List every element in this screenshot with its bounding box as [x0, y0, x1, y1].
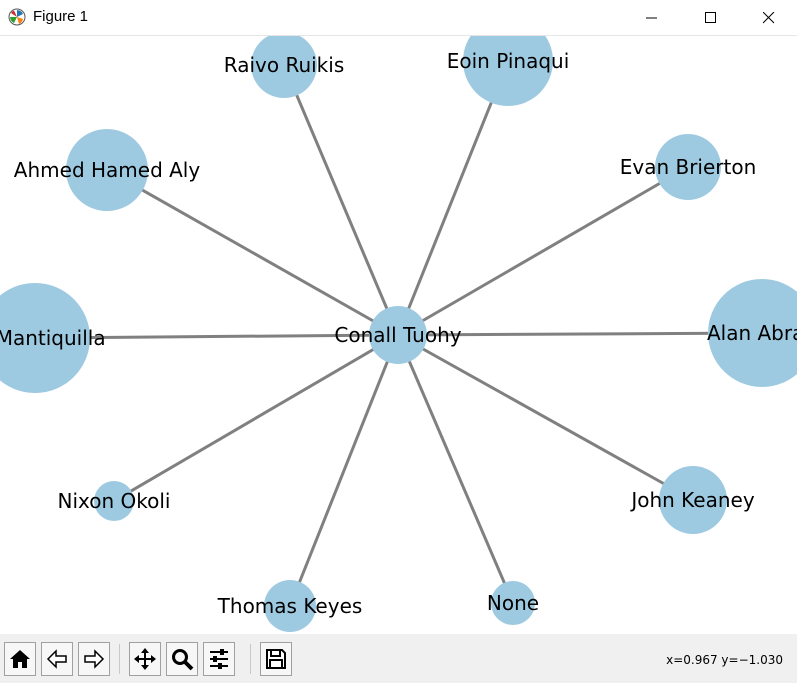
edge-none	[396, 334, 515, 604]
navigation-toolbar: x=0.967 y=−1.030	[0, 634, 797, 683]
node-john-keaney	[659, 466, 727, 534]
close-icon	[763, 12, 775, 24]
network-graph: Conall Tuohy Raivo Ruikis Eoin PinaquiAhme…	[0, 36, 797, 632]
forward-button[interactable]	[78, 642, 110, 676]
node-evan-brierton	[655, 134, 721, 200]
node-label-an-mantiquilla: an Mantiquilla	[0, 326, 106, 350]
edge-an-mantiquilla	[34, 333, 399, 340]
edge-eoin-pinaqui	[396, 60, 510, 336]
node-label-evan-brierton: Evan Brierton	[620, 155, 757, 179]
arrow-right-icon	[84, 649, 105, 669]
minimize-button[interactable]	[629, 0, 675, 36]
minimize-icon	[646, 17, 657, 19]
save-button[interactable]	[260, 642, 292, 676]
maximize-icon	[705, 12, 716, 23]
maximize-button[interactable]	[688, 0, 734, 36]
edge-alan-abrah	[397, 331, 763, 337]
edge-evan-brierton	[397, 165, 689, 337]
cursor-coordinates: x=0.967 y=−1.030	[666, 653, 783, 667]
node-label-thomas-keyes: Thomas Keyes	[217, 594, 363, 618]
node-label-conall-tuohy: Conall Tuohy	[334, 323, 461, 347]
node-label-eoin-pinaqui: Eoin Pinaqui	[447, 49, 570, 73]
matplotlib-logo-icon	[8, 8, 26, 26]
back-button[interactable]	[41, 642, 73, 676]
window-title: Figure 1	[33, 8, 89, 25]
edge-john-keaney	[397, 333, 694, 502]
pan-button[interactable]	[129, 642, 161, 676]
home-button[interactable]	[4, 642, 36, 676]
toolbar-separator	[250, 644, 251, 674]
home-icon	[10, 650, 30, 668]
edge-thomas-keyes	[288, 334, 400, 607]
configure-subplots-button[interactable]	[203, 642, 235, 676]
node-raivo-ruikis	[251, 36, 317, 98]
node-an-mantiquilla	[0, 283, 90, 393]
edge-raivo-ruikis	[282, 64, 400, 336]
node-label-none: None	[487, 591, 539, 615]
node-conall-tuohy	[369, 306, 427, 364]
edge-nixon-okoli	[113, 333, 399, 503]
sliders-icon	[210, 649, 228, 669]
arrow-left-icon	[46, 649, 67, 669]
node-none	[491, 581, 535, 625]
node-eoin-pinaqui	[463, 36, 553, 106]
node-label-alan-abrah: Alan Abrah	[707, 321, 797, 345]
node-label-raivo-ruikis: Raivo Ruikis	[224, 53, 345, 77]
node-label-nixon-okoli: Nixon Okoli	[58, 489, 171, 513]
close-button[interactable]	[746, 0, 792, 36]
magnifier-icon	[172, 649, 194, 671]
node-nixon-okoli	[94, 481, 134, 521]
move-icon	[134, 648, 156, 670]
node-alan-abrah	[708, 279, 797, 387]
node-ahmed-hamed-aly	[66, 129, 148, 211]
floppy-icon	[266, 649, 286, 669]
edge-ahmed-hamed-aly	[106, 168, 399, 337]
node-label-john-keaney: John Keaney	[629, 488, 755, 512]
node-thomas-keyes	[264, 580, 316, 632]
zoom-button[interactable]	[166, 642, 198, 676]
title-bar: Figure 1	[0, 0, 797, 36]
toolbar-separator	[119, 644, 120, 674]
node-label-ahmed-hamed-aly: Ahmed Hamed Aly	[14, 158, 201, 182]
